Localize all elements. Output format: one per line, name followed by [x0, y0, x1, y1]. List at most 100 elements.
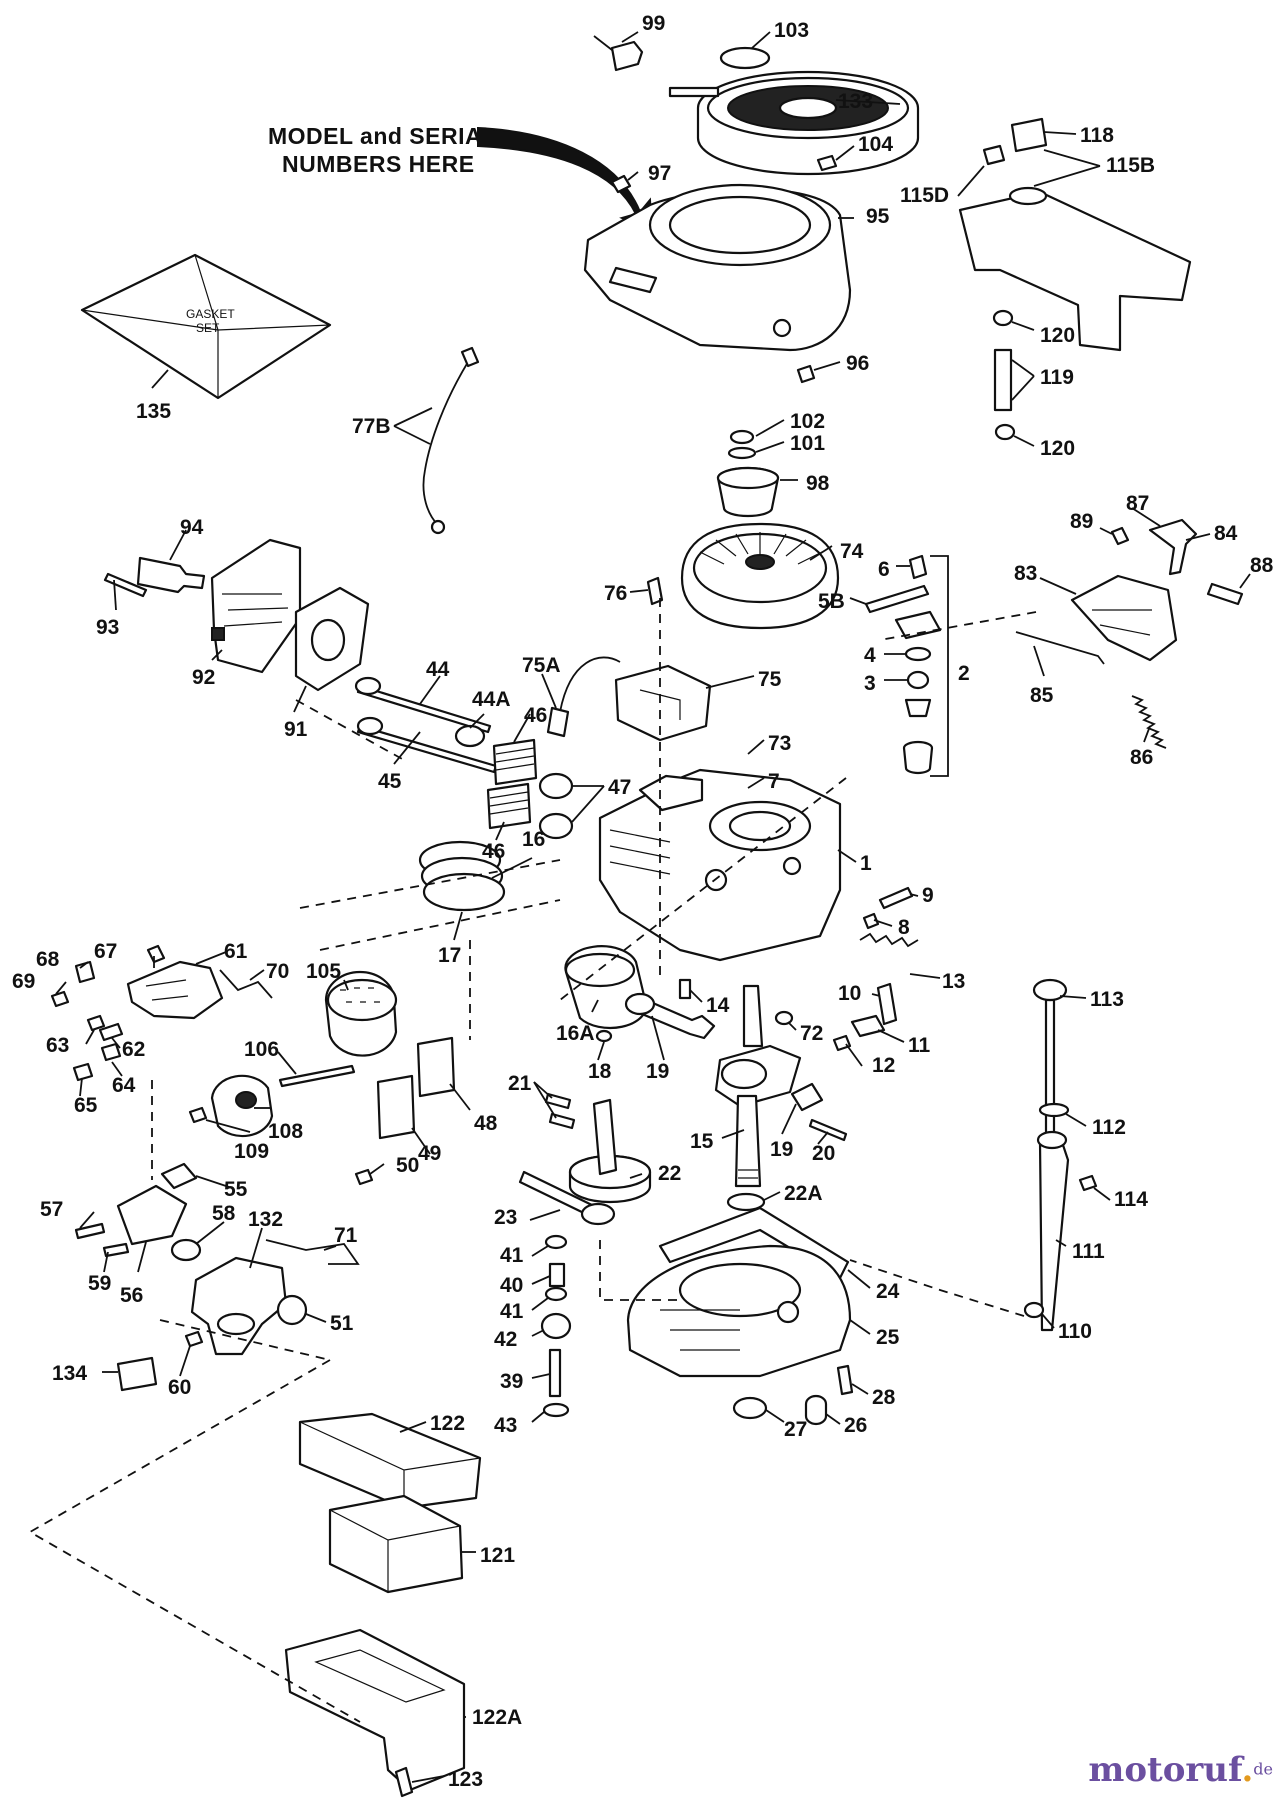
label-22A: 22A — [784, 1182, 823, 1205]
label-77B: 77B — [352, 415, 391, 438]
label-88: 88 — [1250, 554, 1274, 577]
block-small-parts — [678, 886, 919, 1052]
label-123: 123 — [448, 1768, 483, 1791]
label-59: 59 — [88, 1272, 111, 1295]
cover-122 — [298, 1412, 482, 1510]
label-14: 14 — [706, 994, 730, 1017]
plug-60 — [184, 1330, 204, 1348]
label-43: 43 — [494, 1414, 517, 1437]
spark-plug-94 — [136, 556, 206, 594]
assembly-guide-lines — [28, 598, 1037, 1723]
bracket-11 — [850, 1014, 886, 1038]
label-93: 93 — [96, 616, 119, 639]
label-109: 109 — [234, 1140, 269, 1163]
label-51: 51 — [330, 1312, 354, 1335]
crankshaft-15 — [714, 984, 802, 1188]
spring-62 — [98, 1022, 124, 1042]
label-7: 7 — [768, 770, 780, 793]
label-40: 40 — [500, 1274, 523, 1297]
label-13: 13 — [942, 970, 965, 993]
washer-41-upper — [544, 1234, 568, 1250]
label-120-lower: 120 — [1040, 437, 1075, 460]
piston-rings-17 — [418, 840, 506, 912]
fuel-hose-119 — [993, 348, 1013, 412]
starter-cap — [719, 46, 771, 70]
label-20: 20 — [812, 1142, 835, 1165]
gear-42 — [540, 1312, 572, 1340]
label-87: 87 — [1126, 492, 1149, 515]
label-132: 132 — [248, 1208, 283, 1231]
label-56: 56 — [120, 1284, 143, 1307]
screw-89 — [1110, 526, 1130, 546]
label-102: 102 — [790, 410, 825, 433]
screw-67 — [146, 944, 166, 964]
label-27: 27 — [784, 1418, 807, 1441]
label-41-lower: 41 — [500, 1300, 524, 1323]
bolts-21 — [544, 1092, 576, 1130]
label-18: 18 — [588, 1060, 612, 1083]
label-96: 96 — [846, 352, 869, 375]
washer-41-lower — [544, 1286, 568, 1302]
gasket-set-envelope: GASKET SET — [80, 253, 332, 400]
screw-69 — [50, 990, 70, 1008]
spring-86 — [1131, 695, 1167, 749]
label-133: 133 — [838, 90, 873, 113]
svg-text:GASKET: GASKET — [186, 307, 235, 321]
label-70: 70 — [266, 960, 289, 983]
label-115D: 115D — [900, 184, 949, 207]
label-106: 106 — [244, 1038, 279, 1061]
tube-5B — [864, 584, 930, 614]
valve-spring-46-upper — [492, 738, 538, 786]
label-28: 28 — [872, 1386, 896, 1409]
bracket-83 — [1070, 574, 1178, 662]
muffler-bolt-106 — [278, 1064, 356, 1088]
screw-8 — [862, 912, 880, 930]
label-48: 48 — [474, 1112, 498, 1135]
rod-cap-19 — [790, 1082, 824, 1112]
part-number-labels: 99 103 133 104 97 95 96 118 115B 115D 12… — [12, 12, 1274, 1791]
label-50: 50 — [396, 1154, 419, 1177]
pin-39 — [548, 1348, 562, 1398]
label-5B: 5B — [818, 590, 845, 613]
flywheel-assembly — [646, 429, 840, 630]
governor-control-assembly — [1015, 518, 1244, 749]
label-16A: 16A — [556, 1022, 595, 1045]
starter-grip — [610, 40, 644, 72]
intake-56 — [116, 1184, 188, 1246]
label-64: 64 — [112, 1074, 136, 1097]
cylinder-head-assembly — [103, 538, 370, 692]
label-105: 105 — [306, 960, 341, 983]
label-97: 97 — [648, 162, 671, 185]
label-104: 104 — [858, 133, 893, 156]
fuel-clamp-lower — [994, 423, 1016, 441]
label-122: 122 — [430, 1412, 465, 1435]
label-25: 25 — [876, 1326, 900, 1349]
dipstick-113 — [1044, 998, 1056, 1142]
label-101: 101 — [790, 432, 825, 455]
washer-4 — [904, 646, 932, 662]
fuel-clamp-upper — [992, 309, 1014, 327]
connecting-rod-19 — [624, 992, 716, 1040]
engine-block-1 — [598, 768, 842, 962]
watermark-logo: motoruf.de — [1088, 1750, 1273, 1790]
seal-27 — [732, 1396, 768, 1420]
label-58: 58 — [212, 1202, 236, 1225]
dipstick-tube-assembly — [1023, 1130, 1098, 1332]
label-46-lower: 46 — [482, 840, 505, 863]
label-12: 12 — [872, 1054, 895, 1077]
label-72: 72 — [800, 1022, 823, 1045]
label-94: 94 — [180, 516, 204, 539]
label-114: 114 — [1114, 1188, 1148, 1211]
label-115B: 115B — [1106, 154, 1155, 177]
gasket-58 — [170, 1238, 202, 1262]
label-45: 45 — [378, 770, 402, 793]
label-61: 61 — [224, 940, 248, 963]
link-85 — [1015, 631, 1105, 665]
cylinder-head-92 — [210, 538, 302, 674]
carburetor-132 — [190, 1256, 288, 1356]
fuel-tank-assembly — [958, 117, 1192, 441]
bracket-61 — [126, 960, 224, 1020]
starter-screw — [816, 154, 838, 172]
bolt-28 — [836, 1364, 854, 1396]
